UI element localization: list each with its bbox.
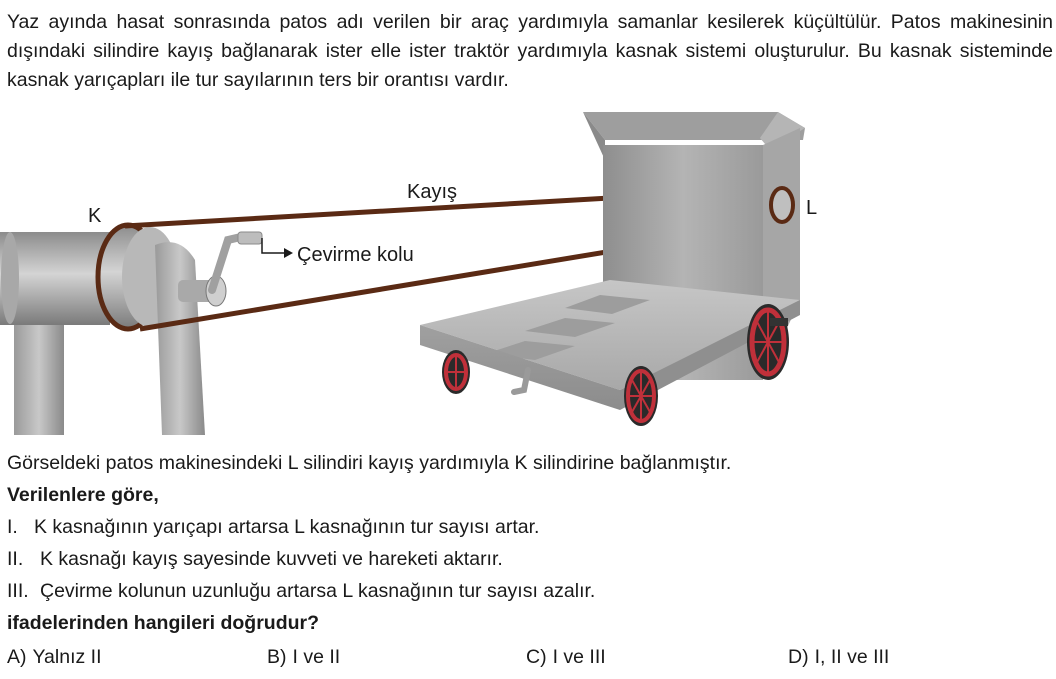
k-machine <box>0 222 263 435</box>
statement-3: III. Çevirme kolunun uzunluğu artarsa L … <box>7 575 1053 607</box>
right-leg <box>155 242 205 435</box>
option-text: Yalnız II <box>32 646 102 668</box>
statement-number: I. <box>7 516 18 538</box>
patos-figure: K L Kayış Çevirme kolu <box>0 100 1056 435</box>
option-letter: A) <box>7 646 27 668</box>
cart-rail-front <box>420 325 620 410</box>
l-pulley <box>769 186 795 224</box>
statement-text: Çevirme kolunun uzunluğu artarsa L kasna… <box>40 580 596 602</box>
option-a[interactable]: A)Yalnız II <box>7 646 102 669</box>
k-cylinder-end <box>1 232 19 324</box>
option-text: I ve II <box>292 646 341 668</box>
question-stem: Görseldeki patos makinesindeki L silindi… <box>7 452 732 474</box>
question-ask: ifadelerinden hangileri doğrudur? <box>7 612 320 634</box>
label-belt: Kayış <box>407 181 457 203</box>
option-letter: D) <box>788 646 809 668</box>
wheel-front-left <box>442 350 470 394</box>
crank-pointer <box>261 238 293 258</box>
statement-text: K kasnağının yarıçapı artarsa L kasnağın… <box>34 516 540 538</box>
cart-crank <box>511 367 531 395</box>
option-letter: C) <box>526 646 547 668</box>
hopper-top <box>583 112 805 140</box>
wheel-rear-right <box>747 304 789 380</box>
option-letter: B) <box>267 646 287 668</box>
label-k: K <box>88 205 102 227</box>
patos-cart <box>420 112 805 426</box>
arrow-head-icon <box>284 248 293 258</box>
question-lead: Verilenlere göre, <box>7 484 159 506</box>
option-b[interactable]: B)I ve II <box>267 646 340 669</box>
crank-grip <box>237 231 263 245</box>
option-c[interactable]: C)I ve III <box>526 646 606 669</box>
wheel-front-right <box>624 366 658 426</box>
option-text: I ve III <box>552 646 606 668</box>
left-leg <box>14 315 64 435</box>
k-cylinder-body <box>0 232 110 325</box>
statement-text: K kasnağı kayış sayesinde kuvveti ve har… <box>40 548 503 570</box>
option-d[interactable]: D)I, II ve III <box>788 646 889 669</box>
cart-floor <box>420 280 800 390</box>
question-block: Görseldeki patos makinesindeki L silindi… <box>7 447 1053 639</box>
intro-paragraph: Yaz ayında hasat sonrasında patos adı ve… <box>7 11 1053 91</box>
patos-illustration: K L Kayış Çevirme kolu <box>0 112 817 435</box>
label-l: L <box>806 197 817 219</box>
answer-options: A)Yalnız II B)I ve II C)I ve III D)I, II… <box>7 646 1053 678</box>
statement-number: III. <box>7 580 29 602</box>
statement-2: II. K kasnağı kayış sayesinde kuvveti ve… <box>7 543 1053 575</box>
option-text: I, II ve III <box>814 646 890 668</box>
label-crank: Çevirme kolu <box>297 244 414 266</box>
statement-1: I. K kasnağının yarıçapı artarsa L kasna… <box>7 511 1053 543</box>
statement-number: II. <box>7 548 24 570</box>
